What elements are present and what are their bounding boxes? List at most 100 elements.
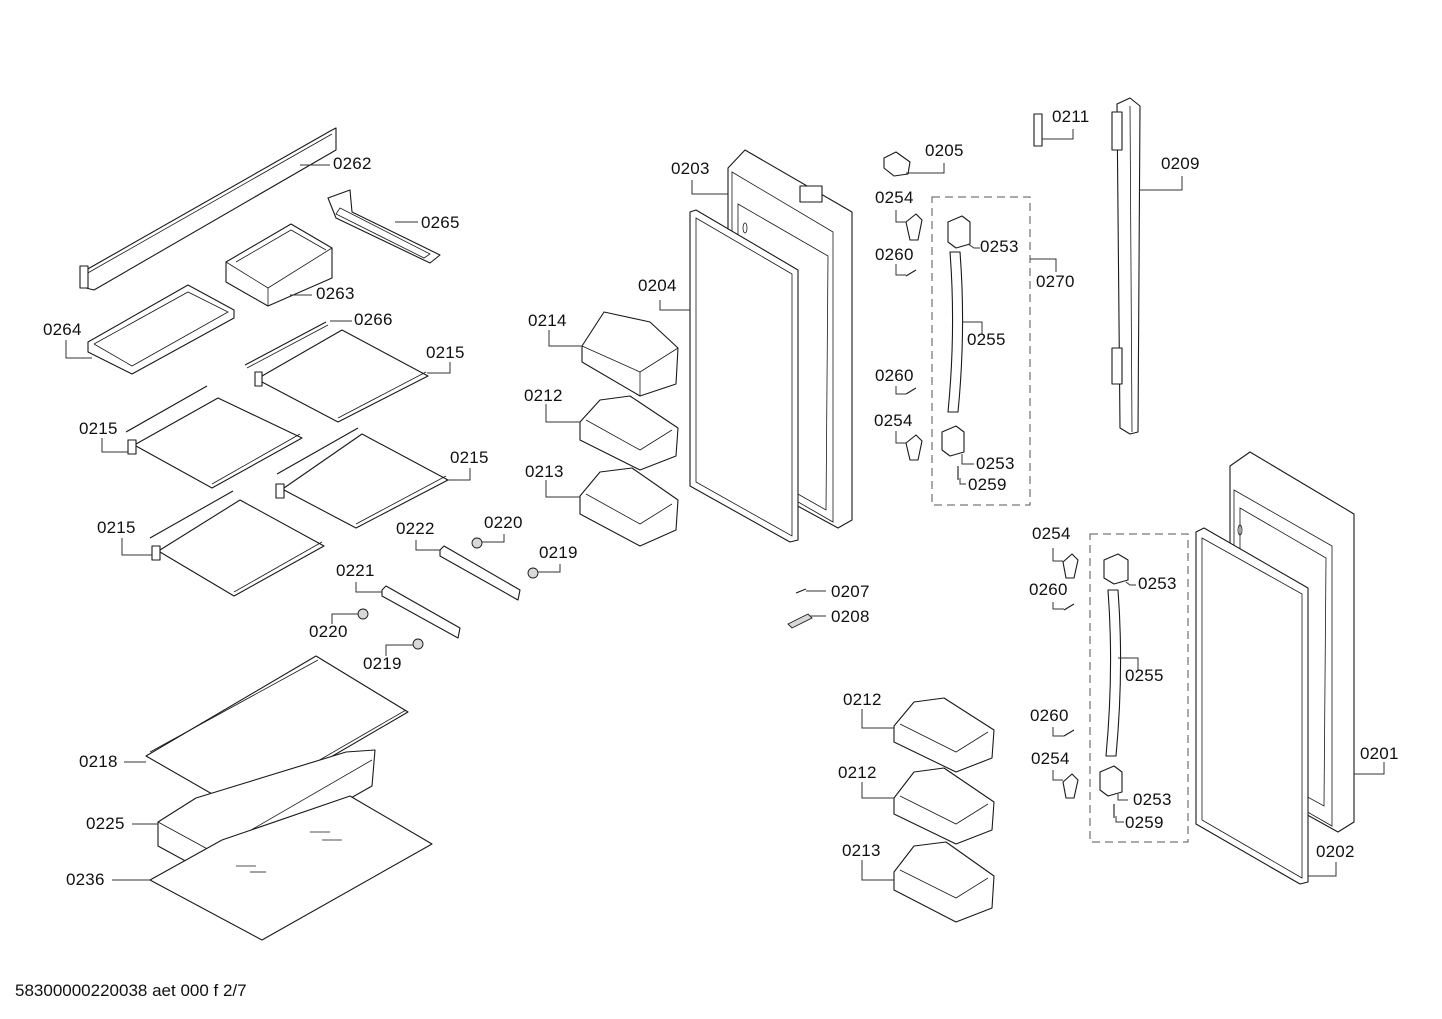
- leader-0260b: [895, 386, 906, 395]
- part-clip-0205: [883, 151, 911, 177]
- leader-0259a: [959, 478, 966, 485]
- part-bin-0212c: [893, 767, 995, 845]
- callout-0220: 0220: [484, 513, 523, 532]
- leader-0219a: [538, 564, 561, 573]
- callout-0270: 0270: [1036, 272, 1075, 291]
- leader-0255b: [1118, 657, 1139, 670]
- part-rail-0222: [439, 545, 521, 601]
- callout-0215: 0215: [97, 518, 136, 537]
- leader-0219b: [385, 644, 413, 656]
- leader-0255a: [962, 321, 983, 334]
- leader-0213a: [545, 480, 580, 498]
- part-knob-0219a: [527, 567, 539, 579]
- callout-0265: 0265: [421, 213, 460, 232]
- callout-0254: 0254: [1031, 749, 1070, 768]
- callout-0201: 0201: [1360, 744, 1399, 763]
- part-shelf-0215-left: [125, 385, 303, 489]
- leader-0205: [906, 163, 945, 174]
- callout-0211: 0211: [1052, 107, 1090, 126]
- leader-0215c: [446, 468, 471, 481]
- handle-kit-0270-outline: [931, 196, 1031, 506]
- callout-0213: 0213: [842, 841, 881, 860]
- callout-0214: 0214: [528, 311, 567, 330]
- part-bin-0213b: [893, 841, 995, 923]
- part-shelf-0215-bottom: [149, 490, 325, 597]
- callout-0255: 0255: [1125, 666, 1164, 685]
- callout-0205: 0205: [925, 141, 964, 160]
- callout-0202: 0202: [1316, 842, 1355, 861]
- part-screw-0260d: [1063, 729, 1075, 737]
- callout-0219: 0219: [539, 543, 578, 562]
- leader-0212b: [861, 709, 894, 729]
- part-cap-0253c: [1103, 553, 1129, 585]
- leader-0254a: [895, 210, 906, 223]
- leader-0259b: [1115, 816, 1124, 823]
- part-bin-0212a: [579, 395, 679, 471]
- callout-0212: 0212: [838, 763, 877, 782]
- part-cap-0253a: [947, 215, 971, 249]
- part-knob-0220b: [357, 608, 369, 620]
- callout-0254: 0254: [1032, 524, 1071, 543]
- callout-0259: 0259: [968, 475, 1007, 494]
- callout-0259: 0259: [1125, 813, 1164, 832]
- part-bar-0209: [1111, 97, 1141, 435]
- callout-0222: 0222: [396, 519, 435, 538]
- leader-0204: [659, 300, 690, 311]
- part-bracket-0254c: [1062, 553, 1079, 579]
- callout-0207: 0207: [831, 582, 870, 601]
- part-bracket-0254d: [1062, 773, 1079, 799]
- leader-0212a: [545, 404, 580, 423]
- part-bin-0213a: [579, 467, 679, 547]
- callout-0260: 0260: [875, 245, 914, 264]
- leader-0215a: [427, 362, 451, 374]
- leader-0215b: [101, 438, 128, 453]
- leader-0260d: [1052, 727, 1064, 737]
- leader-0253a: [967, 243, 980, 249]
- part-screw-0260b: [905, 387, 917, 395]
- leader-0253d: [1117, 794, 1128, 801]
- part-bracket-0265: [327, 189, 441, 264]
- part-plate-0236: [149, 795, 433, 941]
- callout-0212: 0212: [524, 386, 563, 405]
- callout-0215: 0215: [426, 343, 465, 362]
- part-box-0263: [225, 223, 333, 307]
- handle-kit-2-outline: [1089, 533, 1189, 843]
- part-bracket-0254a: [905, 213, 923, 241]
- callout-0213: 0213: [525, 462, 564, 481]
- part-bin-0214: [581, 311, 679, 397]
- leader-0201: [1354, 762, 1385, 775]
- callout-0253: 0253: [1138, 574, 1177, 593]
- leader-0221: [355, 582, 382, 593]
- part-gasket-0204: [689, 209, 799, 543]
- callout-0220: 0220: [309, 622, 348, 641]
- part-rail-0262: [79, 127, 337, 291]
- leader-0220a: [482, 534, 505, 543]
- part-pin-0207: [795, 588, 807, 594]
- leader-0214: [548, 330, 582, 347]
- part-knob-0219b: [412, 638, 424, 650]
- leader-0212c: [861, 782, 894, 799]
- leader-0260c: [1052, 602, 1064, 610]
- part-screw-0260a: [905, 269, 917, 277]
- part-shelf-0215-right: [275, 427, 449, 529]
- leader-0253c: [1125, 581, 1136, 586]
- callout-0255: 0255: [967, 330, 1006, 349]
- leader-0203: [691, 180, 728, 195]
- part-clip-0211: [1033, 113, 1043, 147]
- leader-0211: [1042, 129, 1074, 140]
- part-knob-0220a: [471, 537, 483, 549]
- callout-0221: 0221: [336, 561, 375, 580]
- part-bracket-0254b: [905, 434, 923, 461]
- part-gasket-0202: [1195, 527, 1309, 885]
- part-tray-0264: [87, 284, 235, 375]
- part-handle-0255a: [947, 251, 964, 413]
- part-handle-0255b: [1105, 589, 1122, 757]
- callout-0260: 0260: [875, 366, 914, 385]
- callout-0203: 0203: [671, 159, 710, 178]
- callout-0204: 0204: [638, 276, 677, 295]
- callout-0225: 0225: [86, 814, 125, 833]
- callout-0260: 0260: [1029, 580, 1068, 599]
- callout-0215: 0215: [79, 419, 118, 438]
- leader-0264: [65, 340, 92, 359]
